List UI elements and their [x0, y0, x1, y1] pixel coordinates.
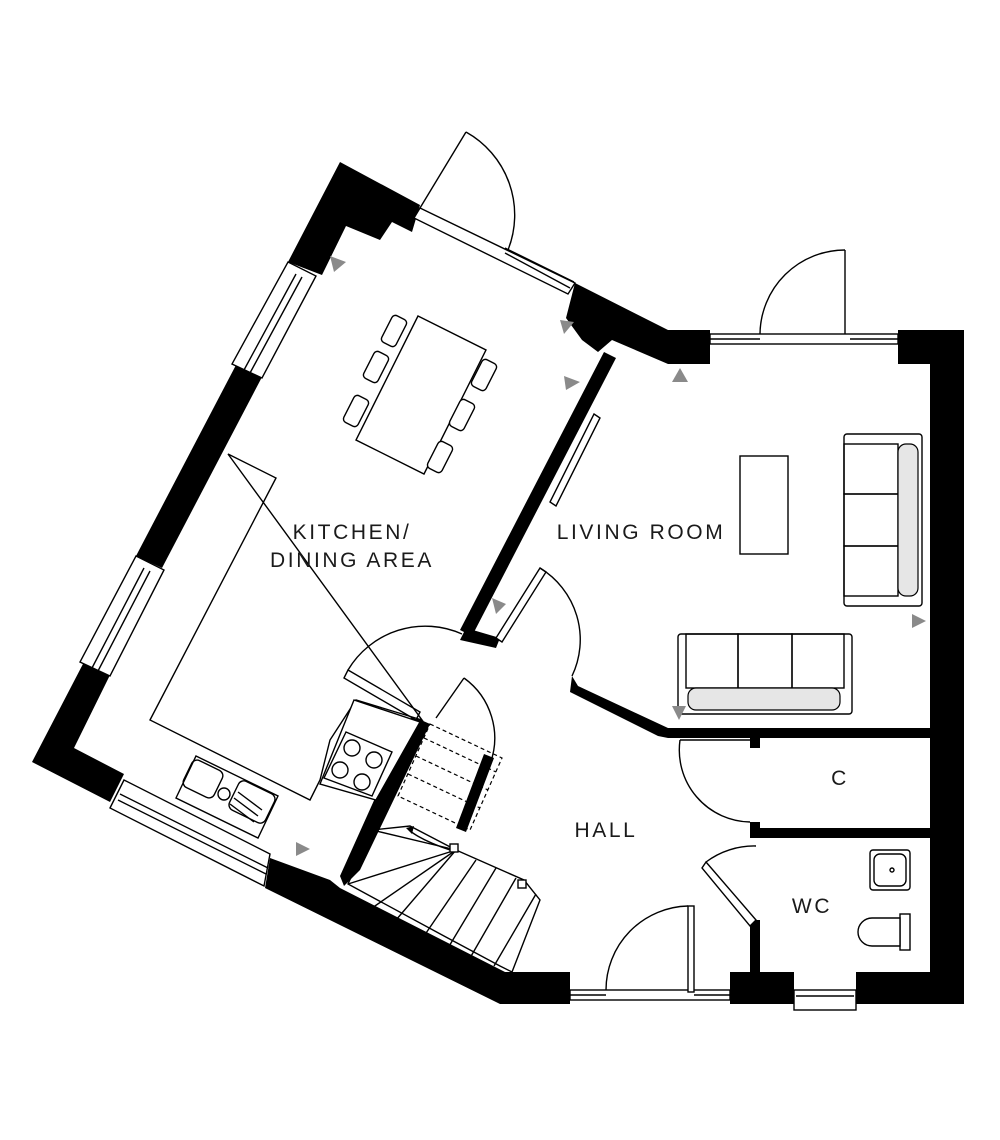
living-furniture	[549, 412, 923, 715]
wc-fixtures	[857, 849, 911, 951]
radiator-arrow-icon	[564, 376, 580, 390]
door-swing-icon	[759, 249, 846, 335]
radiator-arrows	[296, 256, 926, 856]
hob-icon	[319, 699, 422, 801]
wall-cupboard-west-lower	[750, 822, 760, 838]
wall-east	[930, 330, 964, 1004]
windows	[79, 207, 899, 1011]
radiator-icon	[549, 412, 601, 508]
sink-icon	[175, 755, 279, 839]
radiator-arrow-icon	[330, 256, 346, 272]
radiator-arrow-icon	[560, 320, 574, 334]
window-icon	[793, 989, 857, 1011]
wall-kitchen-west-upper	[288, 162, 420, 275]
kitchen-worktop	[149, 453, 424, 801]
window-icon	[709, 333, 899, 345]
staircase-icon	[347, 723, 541, 973]
doors	[343, 131, 846, 993]
wall-south-middle	[730, 972, 794, 1004]
window-icon	[109, 779, 271, 888]
coffee-table	[739, 455, 789, 555]
sofa-icon	[843, 433, 923, 607]
wall-cupboard-south	[760, 828, 930, 838]
window-icon	[413, 207, 577, 295]
radiator-arrow-icon	[912, 614, 926, 628]
wall-living-south	[668, 728, 930, 738]
room-label-cupboard: C	[831, 767, 849, 790]
wall-partition-stub	[460, 628, 500, 648]
toilet-icon	[857, 913, 911, 951]
wall-stair-inner	[456, 754, 494, 832]
wall-kitchen-west-middle	[136, 365, 262, 568]
radiator-arrow-icon	[492, 598, 506, 614]
door-swing-icon	[495, 567, 581, 677]
room-label-living-room: LIVING ROOM	[556, 521, 726, 544]
radiator-arrow-icon	[296, 842, 310, 856]
sofa-icon	[677, 633, 853, 715]
room-label-kitchen-dining: KITCHEN/ DINING AREA	[270, 521, 434, 572]
radiator-arrow-icon	[672, 706, 686, 720]
wall-partition-stair	[340, 716, 430, 886]
wall-kitchen-west-lower	[32, 662, 124, 802]
door-swing-icon	[701, 845, 757, 928]
walls	[32, 162, 964, 1004]
door-swing-icon	[678, 739, 751, 823]
wall-kitchen-south	[265, 858, 570, 1004]
wall-wc-west	[750, 920, 760, 972]
kitchen-furniture	[149, 314, 498, 839]
basin-icon	[869, 849, 911, 891]
window-icon	[79, 555, 165, 677]
room-label-hall: HALL	[574, 819, 638, 842]
wall-cupboard-west-upper	[750, 738, 760, 748]
window-icon	[231, 261, 317, 379]
wall-partition-kitchen-living	[460, 352, 616, 636]
room-label-wc: WC	[791, 895, 833, 918]
door-swing-icon	[419, 131, 516, 251]
wall-north-corner	[566, 283, 710, 364]
wall-north-east-corner	[898, 330, 964, 364]
wall-living-hall-diagonal	[570, 676, 668, 738]
door-swing-icon	[605, 905, 695, 993]
radiator-arrow-icon	[672, 368, 688, 382]
dining-table-icon	[342, 314, 498, 475]
window-icon	[569, 989, 731, 1001]
door-swing-icon	[435, 677, 496, 765]
